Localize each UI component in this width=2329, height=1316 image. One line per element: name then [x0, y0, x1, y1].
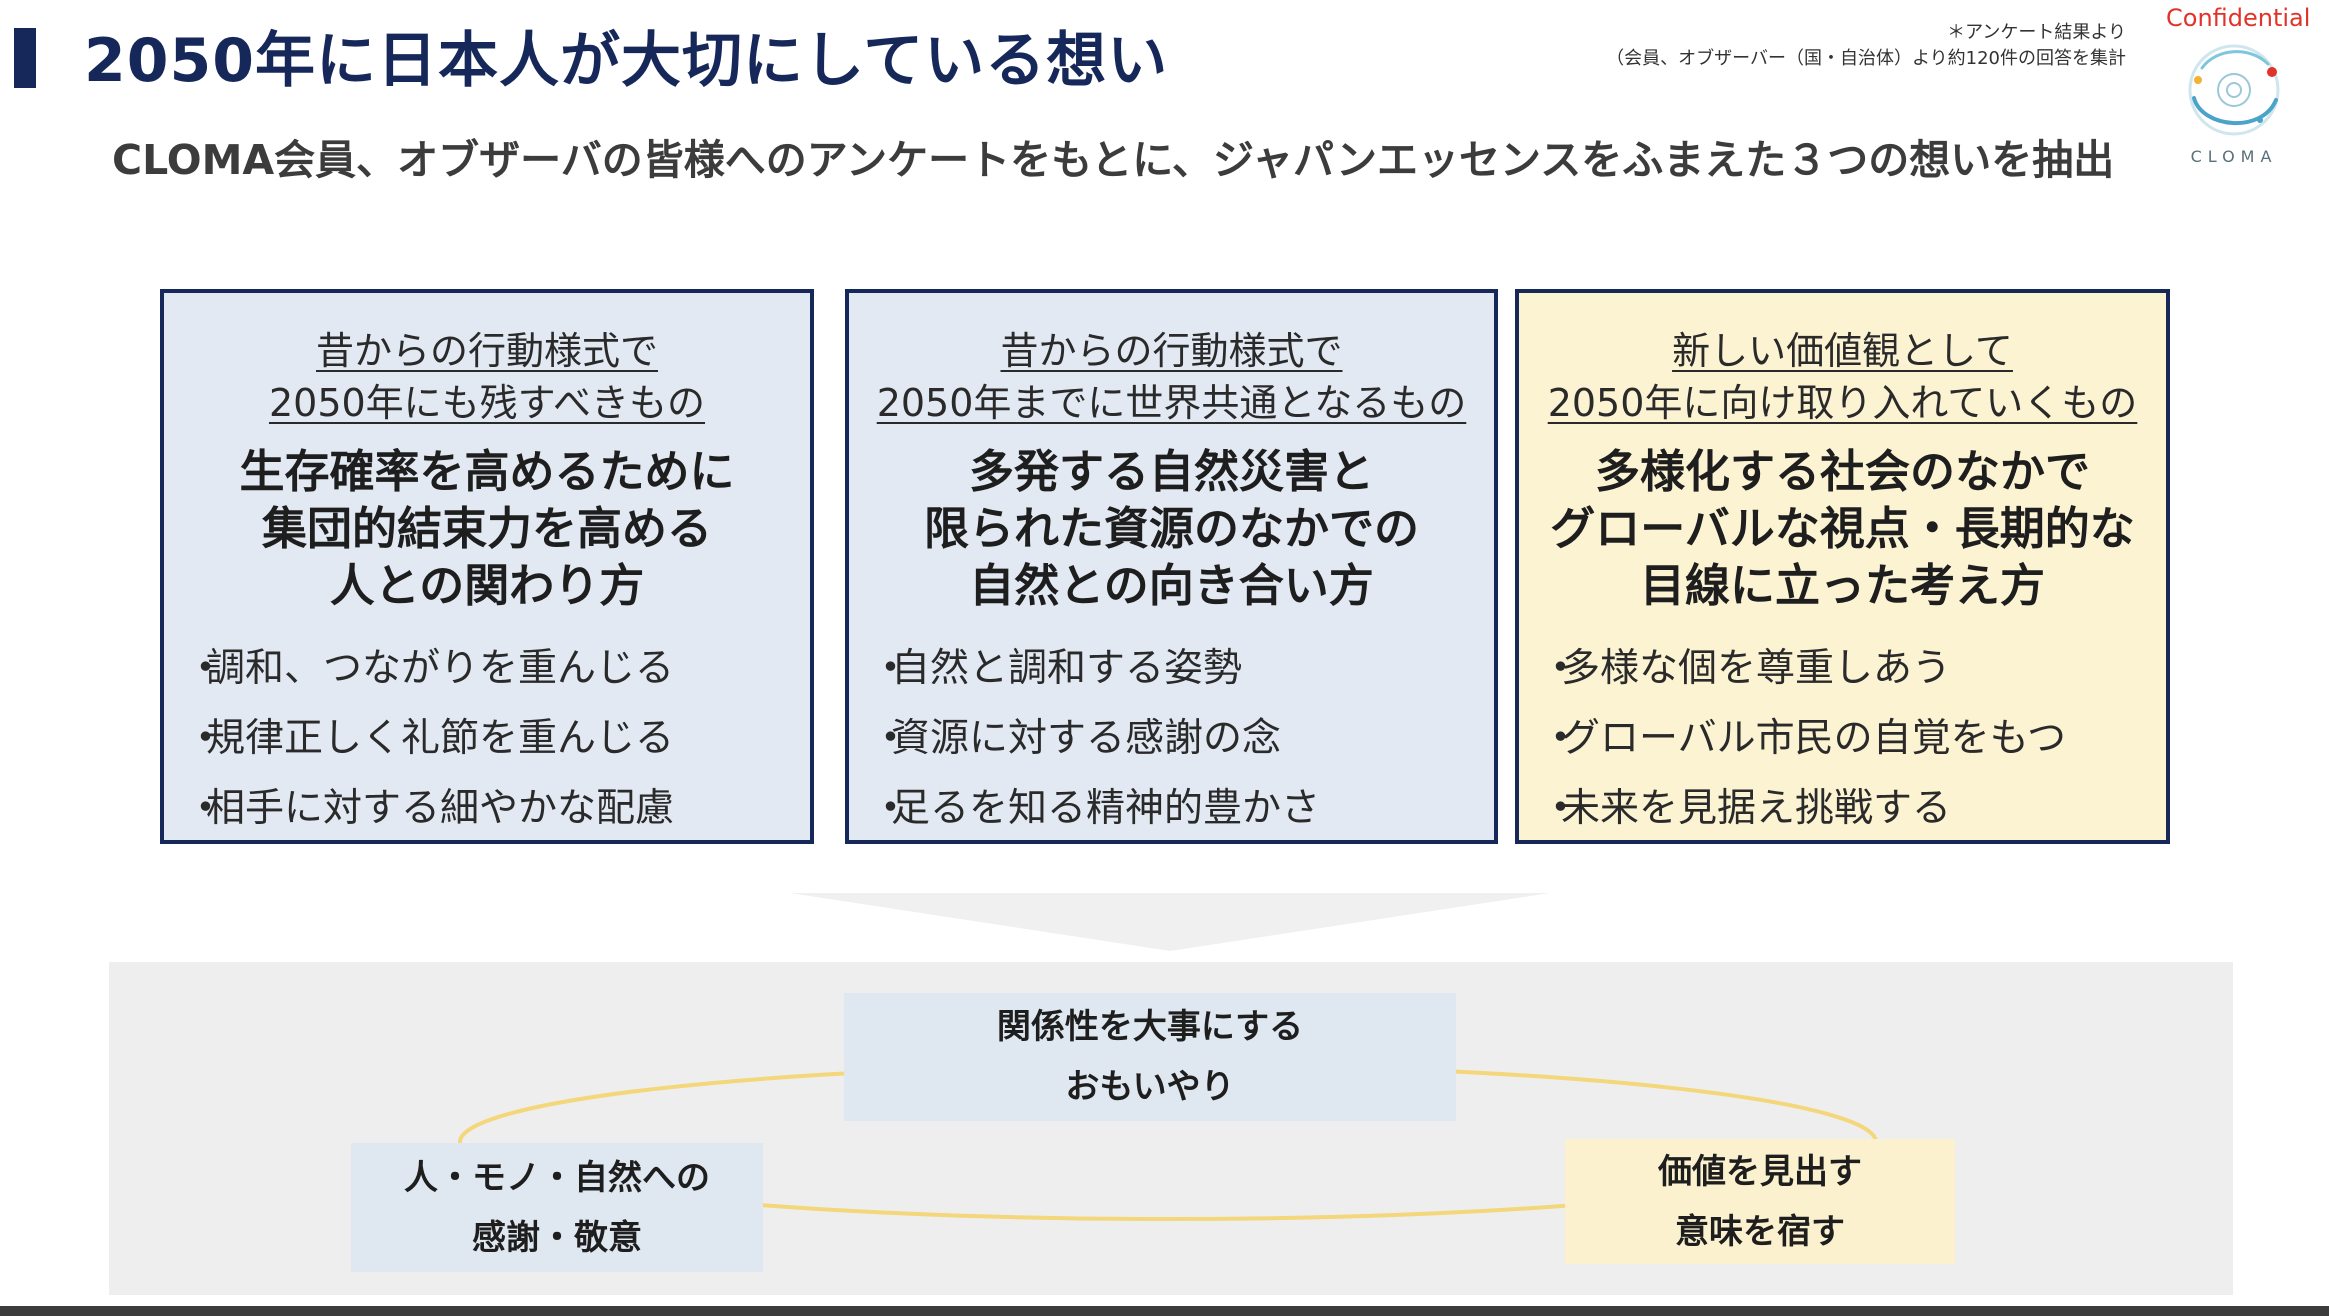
- value-box-gratitude: 人・モノ・自然への 感謝・敬意: [351, 1143, 763, 1272]
- bullet-text: 多様な個を尊重しあう: [1561, 646, 1952, 691]
- logo-core-circle: [2226, 82, 2242, 98]
- card-heading-line-2: 2050年に向け取り入れていくもの: [1547, 381, 2138, 425]
- card-main-line-3: 目線に立った考え方: [1639, 559, 2045, 612]
- card-heading-line-1: 新しい価値観として: [1672, 329, 2013, 373]
- window-bottom-edge: [0, 1306, 2329, 1316]
- bullet-text: 自然と調和する姿勢: [891, 646, 1243, 691]
- bullet-text: 足るを知る精神的豊かさ: [891, 786, 1321, 831]
- bullet-item: ・調和、つながりを重んじる: [186, 634, 810, 704]
- card-heading-line-2: 2050年までに世界共通となるもの: [876, 381, 1467, 425]
- bullet-item: ・規律正しく礼節を重んじる: [186, 704, 810, 774]
- bullet-mark: ・: [871, 646, 911, 691]
- value-box-line-1: 関係性を大事にする: [996, 1007, 1304, 1047]
- value-card-global: 昔からの行動様式で 2050年までに世界共通となるもの 多発する自然災害と 限ら…: [845, 289, 1498, 844]
- bullet-text: 未来を見据え挑戦する: [1561, 786, 1952, 831]
- card-heading-line-1: 昔からの行動様式で: [1000, 329, 1343, 373]
- card-heading-line-1: 昔からの行動様式で: [315, 329, 658, 373]
- card-main-line-2: グローバルな視点・長期的な: [1550, 502, 2135, 555]
- value-box-line-2: 感謝・敬意: [472, 1217, 642, 1258]
- bullet-mark: ・: [1541, 646, 1581, 691]
- card-bullet-list: ・自然と調和する姿勢 ・資源に対する感謝の念 ・足るを知る精神的豊かさ: [849, 634, 1494, 844]
- survey-note-line-2: （会員、オブザーバー（国・自治体）より約120件の回答を集計: [1606, 48, 2126, 69]
- card-main-statement: 多発する自然災害と 限られた資源のなかでの 自然との向き合い方: [849, 443, 1494, 614]
- bullet-item: ・グローバル市民の自覚をもつ: [1541, 704, 2166, 774]
- card-main-line-3: 自然との向き合い方: [969, 559, 1374, 612]
- card-main-statement: 多様化する社会のなかで グローバルな視点・長期的な 目線に立った考え方: [1519, 443, 2166, 614]
- chevron-shape: [790, 893, 1550, 951]
- bullet-text: グローバル市民の自覚をもつ: [1561, 716, 2067, 761]
- bullet-text: 相手に対する細やかな配慮: [206, 786, 675, 831]
- bullet-item: ・未来を見据え挑戦する: [1541, 774, 2166, 844]
- logo-blue-dot: [2257, 117, 2263, 123]
- title-accent-bar: [14, 28, 36, 88]
- card-main-line-3: 人との関わり方: [329, 559, 645, 612]
- logo-wordmark: CLOMA: [2191, 147, 2278, 166]
- page-title: 2050年に日本人が大切にしている想い: [84, 26, 1169, 96]
- bullet-mark: ・: [186, 646, 226, 691]
- logo-ring: [2188, 44, 2280, 136]
- bullet-text: 調和、つながりを重んじる: [206, 646, 675, 691]
- bullet-item: ・足るを知る精神的豊かさ: [871, 774, 1494, 844]
- logo-inner-circle: [2217, 73, 2251, 107]
- value-box-line-2: 意味を宿す: [1675, 1211, 1845, 1252]
- bullet-item: ・自然と調和する姿勢: [871, 634, 1494, 704]
- card-main-statement: 生存確率を高めるために 集団的結束力を高める 人との関わり方: [164, 443, 810, 614]
- card-heading: 昔からの行動様式で 2050年までに世界共通となるもの: [849, 325, 1494, 429]
- value-card-preserve: 昔からの行動様式で 2050年にも残すべきもの 生存確率を高めるために 集団的結…: [160, 289, 814, 844]
- logo-red-dot: [2267, 67, 2277, 77]
- card-bullet-list: ・多様な個を尊重しあう ・グローバル市民の自覚をもつ ・未来を見据え挑戦する: [1519, 634, 2166, 844]
- survey-note: ＊アンケート結果より （会員、オブザーバー（国・自治体）より約120件の回答を集…: [1606, 20, 2126, 72]
- bullet-item: ・資源に対する感謝の念: [871, 704, 1494, 774]
- bullet-item: ・相手に対する細やかな配慮: [186, 774, 810, 844]
- value-box-line-1: 価値を見出す: [1658, 1151, 1862, 1192]
- confidential-label: Confidential: [2166, 4, 2311, 32]
- card-bullet-list: ・調和、つながりを重んじる ・規律正しく礼節を重んじる ・相手に対する細やかな配…: [164, 634, 810, 844]
- card-main-line-1: 生存確率を高めるために: [239, 445, 735, 498]
- bullet-text: 規律正しく礼節を重んじる: [206, 716, 675, 761]
- value-box-line-1: 人・モノ・自然への: [404, 1157, 710, 1198]
- bullet-text: 資源に対する感謝の念: [891, 716, 1282, 761]
- card-main-line-2: 集団的結束力を高める: [261, 502, 712, 555]
- card-main-line-1: 多発する自然災害と: [968, 445, 1374, 498]
- page-subtitle: CLOMA会員、オブザーバの皆様へのアンケートをもとに、ジャパンエッセンスをふま…: [112, 136, 2115, 184]
- card-main-line-1: 多様化する社会のなかで: [1594, 445, 2090, 498]
- bullet-mark: ・: [1541, 716, 1581, 761]
- logo-arc-light: [2200, 50, 2270, 70]
- bullet-item: ・多様な個を尊重しあう: [1541, 634, 2166, 704]
- bullet-mark: ・: [871, 716, 911, 761]
- card-main-line-2: 限られた資源のなかでの: [923, 502, 1419, 555]
- value-box-line-2: おもいやり: [1065, 1067, 1235, 1107]
- bullet-mark: ・: [1541, 786, 1581, 831]
- logo-yellow-dot: [2194, 76, 2202, 84]
- cloma-logo: CLOMA: [2188, 44, 2280, 166]
- logo-arc-blue: [2192, 96, 2278, 125]
- value-card-new: 新しい価値観として 2050年に向け取り入れていくもの 多様化する社会のなかで …: [1515, 289, 2170, 844]
- card-heading: 昔からの行動様式で 2050年にも残すべきもの: [164, 325, 810, 429]
- bullet-mark: ・: [871, 786, 911, 831]
- bullet-mark: ・: [186, 716, 226, 761]
- value-box-relationship: 関係性を大事にする おもいやり: [844, 993, 1456, 1121]
- value-box-meaning: 価値を見出す 意味を宿す: [1565, 1139, 1955, 1264]
- bullet-mark: ・: [186, 786, 226, 831]
- card-heading-line-2: 2050年にも残すべきもの: [268, 381, 706, 425]
- survey-note-line-1: ＊アンケート結果より: [1947, 22, 2126, 43]
- down-chevron-arrow: [790, 893, 1550, 951]
- card-heading: 新しい価値観として 2050年に向け取り入れていくもの: [1519, 325, 2166, 429]
